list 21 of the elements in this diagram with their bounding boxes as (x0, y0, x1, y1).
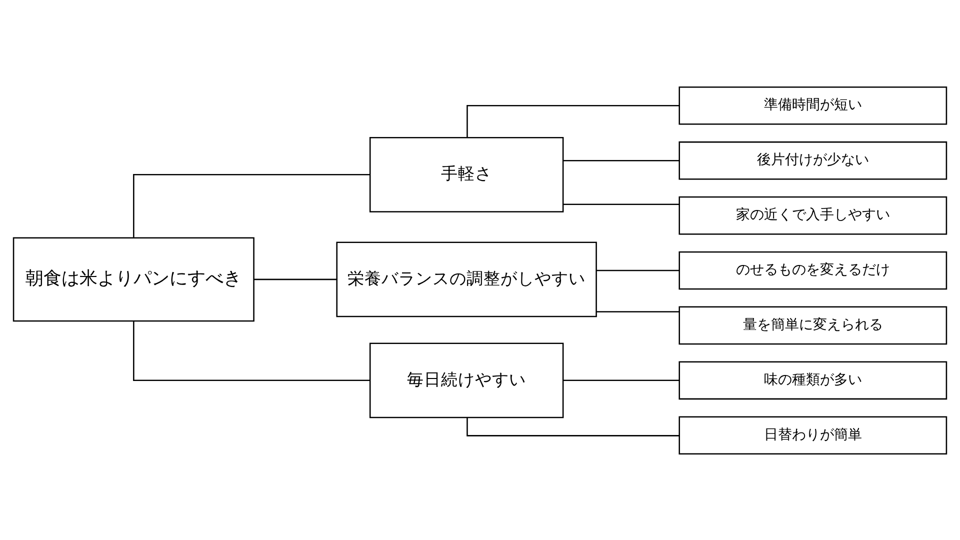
connector (133, 174, 370, 237)
node-box: 家の近くで入手しやすい (678, 196, 948, 234)
connector (254, 278, 336, 280)
node-box: 朝食は米よりパンにすべき (12, 236, 254, 322)
connector (564, 159, 680, 161)
node-box: のせるものを変えるだけ (678, 250, 948, 290)
node-box: 準備時間が短い (678, 86, 948, 124)
connector (564, 203, 680, 204)
node-box: 量を簡単に変えられる (678, 306, 948, 344)
connector (466, 104, 680, 137)
connector (596, 310, 680, 312)
connector (466, 417, 680, 436)
node-box: 味の種類が多い (678, 360, 948, 400)
connector (596, 269, 680, 271)
node-box: 日替わりが簡単 (678, 416, 948, 454)
node-box: 栄養バランスの調整がしやすい (336, 241, 597, 317)
node-box: 毎日続けやすい (369, 342, 564, 418)
connector (564, 379, 680, 381)
node-box: 手軽さ (369, 136, 564, 212)
connector (133, 320, 370, 381)
node-box: 後片付けが少ない (678, 140, 948, 180)
